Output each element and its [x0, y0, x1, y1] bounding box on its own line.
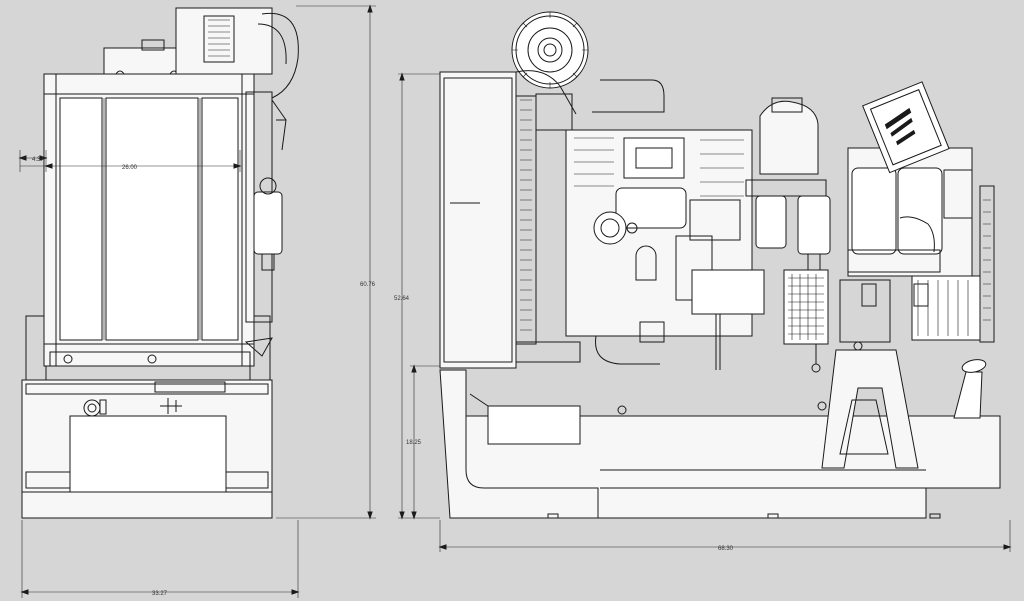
side-view: 33.27 4.37 26.00 60.76: [18, 4, 376, 598]
front-base-frame: [439, 369, 1001, 519]
side-radiator-dimension: 4.37 26.00: [18, 150, 242, 172]
front-height-dimension: 52.64: [394, 72, 440, 520]
front-fan-pulley: [511, 11, 589, 89]
front-louver-panel: [911, 275, 981, 341]
front-length-dimension: 68.30: [438, 520, 1012, 552]
side-width-dimension: 33.27: [20, 520, 300, 598]
dim-side-total-width: 33.27: [152, 591, 168, 597]
dim-side-offset: 4.37: [32, 157, 44, 163]
dim-side-total-height: 60.76: [360, 282, 376, 288]
front-view: 52.64 18.25 68.30: [394, 11, 1012, 552]
front-base-dimension: 18.25: [406, 364, 440, 520]
dim-front-height: 52.64: [394, 296, 410, 302]
front-mount-stand: [821, 349, 919, 469]
front-oil-pan: [691, 269, 765, 315]
dim-base-height: 18.25: [406, 440, 422, 446]
front-control-box: [862, 81, 950, 174]
front-heat-exchanger: [783, 269, 829, 345]
side-fuel-tank: [69, 415, 227, 493]
side-height-dimension: 60.76: [276, 4, 376, 520]
front-fuel-tank: [487, 405, 581, 445]
front-air-cleaner: [759, 100, 819, 175]
front-exhaust-outlet: [953, 359, 987, 419]
front-fuel-filter: [797, 195, 831, 255]
front-radiator: [439, 71, 517, 369]
side-fuel-filter: [253, 191, 283, 255]
dim-front-total-length: 68.30: [718, 546, 734, 552]
dim-radiator-width: 26.00: [122, 165, 138, 171]
front-oil-filter: [755, 195, 787, 249]
